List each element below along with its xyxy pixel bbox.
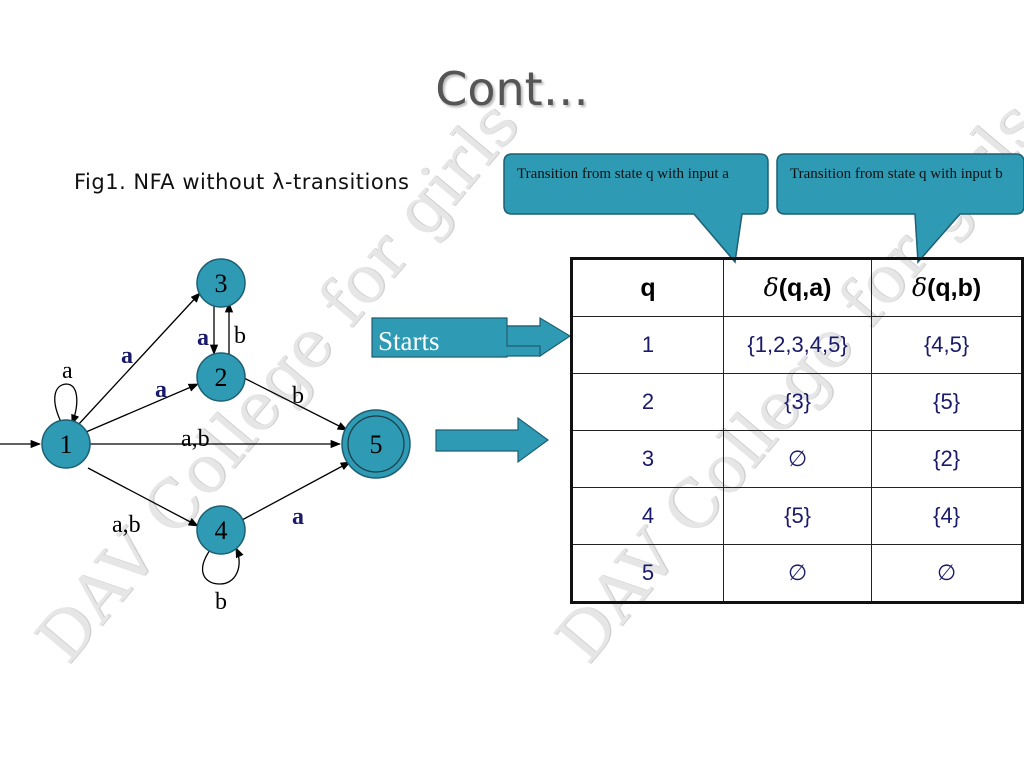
cell-q: 4: [571, 487, 724, 545]
state-3: 3: [196, 258, 246, 308]
table-row: 1 {1,2,3,4,5} {4,5}: [571, 316, 1023, 374]
label-edge-1-4: a,b: [112, 512, 141, 538]
slide-title: Cont…: [435, 62, 589, 116]
transition-table: q δ(q,a) δ(q,b) 1 {1,2,3,4,5} {4,5} 2 {3…: [570, 257, 1024, 604]
starts-label: Starts: [378, 326, 440, 356]
header-qb-text: (q,b): [927, 274, 982, 302]
state-3-label: 3: [215, 269, 228, 298]
figure-caption: Fig1. NFA without λ-transitions: [74, 170, 410, 194]
cell-b: {4}: [871, 487, 1023, 545]
edge-1-2: [85, 383, 199, 433]
edge-1-loop: [54, 383, 80, 425]
cell-a: {5}: [722, 487, 873, 545]
state-4: 4: [196, 505, 246, 555]
table-header-row: q δ(q,a) δ(q,b): [571, 258, 1023, 317]
cell-q: 3: [571, 430, 724, 488]
state-1-label: 1: [60, 430, 73, 459]
edge-2-5: [243, 377, 348, 431]
label-edge-1-3: a: [121, 343, 133, 369]
cell-b: ∅: [871, 544, 1023, 603]
cell-q: 5: [571, 544, 724, 603]
delta-symbol: δ: [912, 273, 928, 302]
cell-q: 1: [571, 316, 724, 374]
edge-4-loop: [201, 547, 244, 585]
cell-a: {3}: [722, 373, 873, 431]
header-delta-b: δ(q,b): [871, 258, 1023, 317]
cell-b: {2}: [871, 430, 1023, 488]
cell-q: 2: [571, 373, 724, 431]
cell-a: ∅: [722, 544, 873, 603]
edge-1-3: [77, 292, 201, 426]
cell-a: {1,2,3,4,5}: [722, 316, 873, 374]
callout-bubble-a: [503, 153, 769, 264]
state-1: 1: [41, 419, 91, 469]
callout-text-a: Transition from state q with input a: [517, 166, 729, 182]
callout-bubble-b: [776, 153, 1024, 264]
table-row: 4 {5} {4}: [571, 487, 1023, 545]
label-edge-1-2: a: [155, 377, 167, 403]
state-5-label: 5: [370, 430, 383, 459]
label-edge-1-5: a,b: [181, 426, 210, 452]
edge-1-4: [87, 467, 199, 527]
cell-a: ∅: [722, 430, 873, 488]
label-loop-1: a: [62, 358, 73, 384]
label-edge-4-5: a: [292, 504, 304, 530]
delta-symbol: δ: [763, 273, 779, 302]
label-edge-3-2: a: [197, 325, 209, 351]
table-row: 2 {3} {5}: [571, 373, 1023, 431]
callout-text-b: Transition from state q with input b: [790, 166, 1003, 182]
state-5-final: 5: [341, 409, 411, 479]
cell-b: {4,5}: [871, 316, 1023, 374]
label-edge-2-5: b: [292, 383, 304, 409]
state-2-label: 2: [215, 363, 228, 392]
label-loop-4: b: [215, 589, 227, 615]
header-delta-a: δ(q,a): [722, 258, 873, 317]
header-qa-text: (q,a): [778, 274, 832, 302]
starts-arrow-tail: [506, 316, 572, 358]
state-2: 2: [196, 352, 246, 402]
header-q: q: [571, 258, 724, 317]
label-edge-2-3: b: [234, 323, 246, 349]
block-arrow: [435, 416, 550, 464]
cell-b: {5}: [871, 373, 1023, 431]
table-row: 3 ∅ {2}: [571, 430, 1023, 488]
state-4-label: 4: [215, 516, 228, 545]
edge-4-5: [241, 461, 351, 521]
table-row: 5 ∅ ∅: [571, 544, 1023, 603]
